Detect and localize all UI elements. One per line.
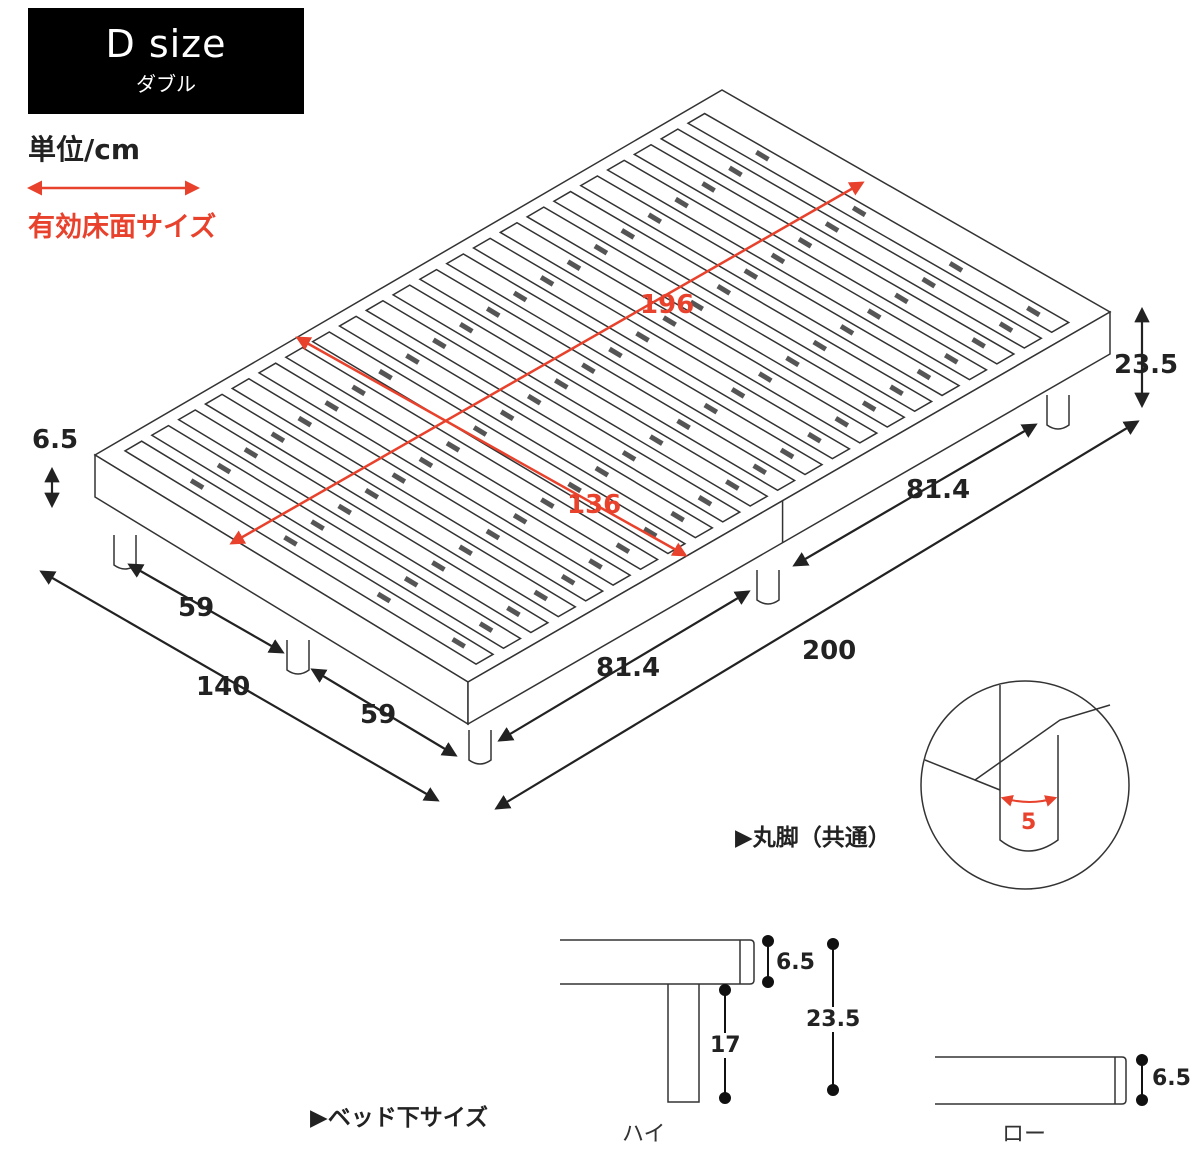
high-total-label: 23.5 (806, 1007, 861, 1032)
half-width-1-label: 59 (178, 593, 215, 623)
slat-clip (889, 384, 904, 397)
high-leg-label: 17 (710, 1033, 741, 1058)
slat-clip (189, 478, 205, 490)
slat-clip (755, 149, 770, 162)
leg (113, 535, 137, 570)
slat-clip (866, 308, 882, 320)
slat-clip (1026, 305, 1041, 318)
total-length-arrow (494, 420, 1140, 810)
slat-clip (971, 337, 986, 349)
slat-clip (431, 560, 446, 572)
effective-length-label: 196 (640, 290, 695, 320)
slat-clip (894, 292, 909, 305)
total-length-label: 200 (802, 636, 857, 666)
slat-clip (216, 462, 232, 475)
leg (286, 640, 310, 675)
height-markers (719, 935, 1148, 1106)
slat-clip (916, 368, 932, 381)
slat-clip (861, 400, 877, 412)
under-bed-label: ▶ベッド下サイズ (310, 1105, 488, 1131)
leg (468, 730, 492, 765)
slat-clip (943, 352, 959, 365)
unit-label: 単位/cm (28, 133, 141, 166)
total-height-label: 23.5 (1114, 350, 1179, 380)
leg (756, 570, 780, 605)
slat-clip (728, 165, 743, 178)
slat (686, 112, 1071, 334)
total-width-arrow (39, 570, 440, 802)
total-width-label: 140 (196, 672, 251, 702)
half-length-1-label: 81.4 (596, 653, 661, 683)
half-width-2-label: 59 (360, 700, 397, 730)
high-profile-drawing (560, 939, 755, 1103)
frame-height-label: 6.5 (32, 425, 79, 455)
size-badge: D size ダブル (28, 8, 304, 114)
leg (1046, 395, 1070, 430)
leg-detail-circle (920, 680, 1130, 890)
low-frame-label: 6.5 (1152, 1066, 1191, 1091)
low-profile-drawing (935, 1056, 1127, 1105)
slat-clip (998, 321, 1014, 333)
high-frame-label: 6.5 (776, 950, 815, 975)
size-subtitle: ダブル (136, 72, 196, 96)
half-length-2-label: 81.4 (906, 475, 971, 505)
dimension-arrows (27, 180, 1150, 810)
leg-diameter-label: 5 (1021, 810, 1037, 835)
low-caption: ロー (1002, 1122, 1047, 1147)
leg-detail-label: ▶丸脚（共通） (735, 825, 891, 851)
high-caption: ハイ (622, 1122, 666, 1147)
slat-clip (478, 621, 494, 633)
slat-clip (451, 637, 466, 649)
effective-width-label: 136 (567, 490, 622, 520)
slat-clip (948, 261, 964, 273)
size-title: D size (105, 22, 227, 66)
slat-clip (921, 276, 936, 289)
effective-area-legend: 有効床面サイズ (28, 212, 217, 243)
